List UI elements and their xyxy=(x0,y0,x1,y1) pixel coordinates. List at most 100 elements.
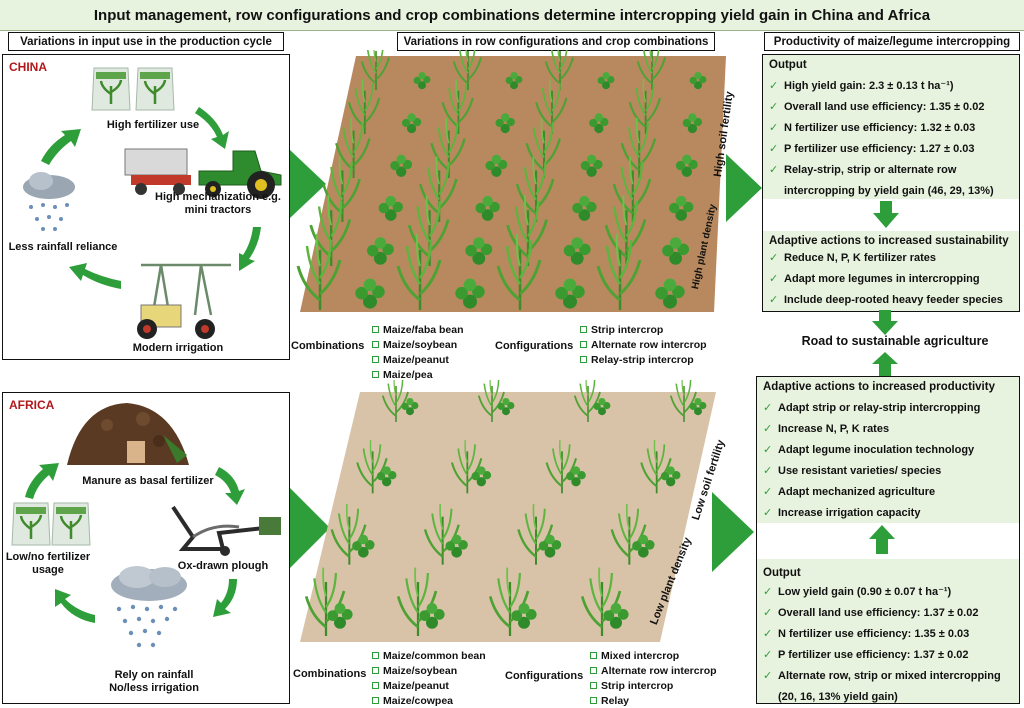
china-output-item: ✓Overall land use efficiency: 1.35 ± 0.0… xyxy=(769,100,985,114)
china-cycle-step-3: Modern irrigation xyxy=(132,342,224,354)
africa-combinations-title: Combinations xyxy=(293,668,367,680)
ox-plough-icon xyxy=(171,505,281,556)
checkbox-icon xyxy=(372,341,379,348)
china-cycle-step-2: High mechanization e.g. mini tractors xyxy=(155,191,281,216)
africa-configuration-item: Relay xyxy=(590,693,717,708)
china-combination-item: Maize/soybean xyxy=(372,337,464,352)
africa-cycle-step-3-line-2: No/less irrigation xyxy=(109,682,199,694)
china-productivity-panel: Output ✓High yield gain: 2.3 ± 0.13 t ha… xyxy=(762,54,1020,312)
checkbox-icon xyxy=(372,652,379,659)
check-icon: ✓ xyxy=(763,670,773,682)
china-output-item: ✓P fertilizer use efficiency: 1.27 ± 0.0… xyxy=(769,142,975,156)
africa-output-item: ✓Low yield gain (0.90 ± 0.07 t ha⁻¹) xyxy=(763,586,952,598)
road-to-sustainability: Road to sustainable agriculture xyxy=(801,334,989,348)
africa-output-list: ✓Low yield gain (0.90 ± 0.07 t ha⁻¹) ✓Ov… xyxy=(763,581,1001,707)
china-combination-item: Maize/pea xyxy=(372,367,464,382)
china-configuration-item: Alternate row intercrop xyxy=(580,337,707,352)
check-icon: ✓ xyxy=(763,607,773,619)
checkbox-icon xyxy=(590,682,597,689)
africa-output-item: ✓N fertilizer use efficiency: 1.35 ± 0.0… xyxy=(763,627,970,641)
check-icon: ✓ xyxy=(763,465,773,477)
check-icon: ✓ xyxy=(769,273,779,285)
china-output-item: ✓Relay-strip, strip or alternate row xyxy=(769,163,957,177)
manure-heap-icon xyxy=(67,403,189,465)
africa-action-item: ✓Use resistant varieties/ species xyxy=(763,464,942,478)
check-icon: ✓ xyxy=(763,649,773,661)
china-action-item: ✓Reduce N, P, K fertilizer rates xyxy=(769,251,937,265)
africa-cycle-arrows xyxy=(25,463,245,623)
checkbox-icon xyxy=(372,326,379,333)
africa-cycle-step-2: Ox-drawn plough xyxy=(177,560,269,572)
africa-actions-list: ✓Adapt strip or relay-strip intercroppin… xyxy=(763,397,980,523)
check-icon: ✓ xyxy=(769,143,779,155)
africa-configurations-title: Configurations xyxy=(505,670,584,682)
china-combination-item: Maize/peanut xyxy=(372,352,464,367)
africa-cycle-step-3-line-1: Rely on rainfall xyxy=(114,669,194,681)
checkbox-icon xyxy=(580,341,587,348)
africa-combination-item: Maize/soybean xyxy=(372,663,486,678)
check-icon: ✓ xyxy=(769,80,779,92)
check-icon: ✓ xyxy=(763,507,773,519)
china-output-title: Output xyxy=(769,59,807,71)
checkbox-icon xyxy=(372,356,379,363)
check-icon: ✓ xyxy=(769,122,779,134)
checkbox-icon xyxy=(590,697,597,704)
checkbox-icon xyxy=(580,356,587,363)
africa-output-item: (20, 16, 13% yield gain) xyxy=(778,690,898,703)
africa-output-item: ✓Overall land use efficiency: 1.37 ± 0.0… xyxy=(763,606,979,620)
header-productivity: Productivity of maize/legume intercroppi… xyxy=(764,32,1020,51)
africa-combination-item: Maize/cowpea xyxy=(372,693,486,708)
africa-field-illustration xyxy=(300,380,716,642)
africa-cycle-panel: AFRICA Manure as basal fertilizer Ox-dra… xyxy=(2,392,290,704)
check-icon: ✓ xyxy=(769,294,779,306)
africa-configuration-item: Strip intercrop xyxy=(590,678,717,693)
china-action-item: ✓Adapt more legumes in intercropping xyxy=(769,272,980,286)
heavy-rain-icon xyxy=(111,566,187,648)
africa-output-title: Output xyxy=(763,567,801,579)
china-combinations-list: Maize/faba bean Maize/soybean Maize/pean… xyxy=(372,322,464,382)
checkbox-icon xyxy=(590,652,597,659)
up-arrow-to-road-icon xyxy=(872,352,898,376)
africa-action-item: ✓Adapt strip or relay-strip intercroppin… xyxy=(763,401,981,415)
china-actions-title: Adaptive actions to increased sustainabi… xyxy=(769,235,1009,247)
africa-cycle-step-3: Rely on rainfall No/less irrigation xyxy=(89,669,219,695)
africa-combinations-list: Maize/common bean Maize/soybean Maize/pe… xyxy=(372,648,486,708)
china-cycle-step-4: Less rainfall reliance xyxy=(8,241,118,253)
china-label: CHINA xyxy=(9,60,47,74)
africa-cycle-step-1: Manure as basal fertilizer xyxy=(82,475,214,487)
africa-action-item: ✓Adapt mechanized agriculture xyxy=(763,485,936,499)
africa-cycle-step-4-line-2: usage xyxy=(32,564,64,576)
china-configurations-list: Strip intercrop Alternate row intercrop … xyxy=(580,322,707,367)
check-icon: ✓ xyxy=(763,628,773,640)
check-icon: ✓ xyxy=(763,486,773,498)
china-cycle-panel: CHINA High fertilizer use High mechaniza… xyxy=(2,54,290,360)
china-configuration-item: Relay-strip intercrop xyxy=(580,352,707,367)
china-output-list: ✓High yield gain: 2.3 ± 0.13 t ha⁻¹) ✓Ov… xyxy=(769,75,994,201)
africa-actions-title: Adaptive actions to increased productivi… xyxy=(763,381,995,393)
africa-combination-item: Maize/peanut xyxy=(372,678,486,693)
check-icon: ✓ xyxy=(763,402,773,414)
checkbox-icon xyxy=(590,667,597,674)
china-combinations-title: Combinations xyxy=(291,340,365,352)
china-combination-item: Maize/faba bean xyxy=(372,322,464,337)
china-configuration-item: Strip intercrop xyxy=(580,322,707,337)
figure-title: Input management, row configurations and… xyxy=(0,0,1024,31)
china-output-arrow-icon xyxy=(726,154,762,222)
africa-action-item: ✓Adapt legume inoculation technology xyxy=(763,443,975,457)
africa-arrow-icon xyxy=(290,488,330,568)
africa-action-item: ✓Increase irrigation capacity xyxy=(763,506,921,520)
africa-label: AFRICA xyxy=(9,398,55,412)
africa-cycle-step-4: Low/no fertilizer usage xyxy=(3,551,93,577)
up-arrow-icon xyxy=(869,525,895,554)
china-field-illustration xyxy=(296,50,726,312)
checkbox-icon xyxy=(372,682,379,689)
check-icon: ✓ xyxy=(763,444,773,456)
china-configurations-title: Configurations xyxy=(495,340,574,352)
africa-configurations-list: Mixed intercrop Alternate row intercrop … xyxy=(590,648,717,708)
tractor-icon xyxy=(124,148,282,199)
africa-configuration-item: Mixed intercrop xyxy=(590,648,717,663)
checkbox-icon xyxy=(372,697,379,704)
china-output-item: ✓High yield gain: 2.3 ± 0.13 t ha⁻¹) xyxy=(769,80,954,92)
africa-output-item: ✓Alternate row, strip or mixed intercrop… xyxy=(763,669,1001,683)
africa-productivity-panel: Adaptive actions to increased productivi… xyxy=(756,376,1020,704)
